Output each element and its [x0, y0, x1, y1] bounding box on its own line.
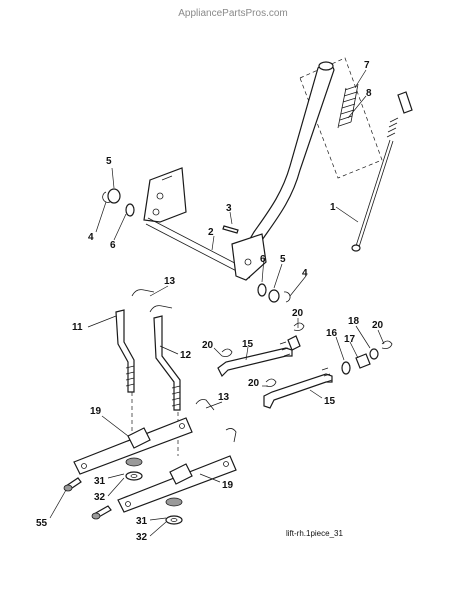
callout-8: 8 — [366, 88, 372, 99]
handle-end-cap — [318, 61, 334, 71]
mounting-plate — [143, 167, 187, 223]
callout-1: 1 — [330, 202, 336, 213]
diagram-caption: lift-rh.1piece_31 — [286, 529, 343, 538]
arm-hole — [179, 423, 185, 429]
callout-11: 11 — [72, 322, 83, 333]
callout-16: 16 — [326, 328, 338, 339]
lift-link-11 — [115, 309, 135, 393]
callout-55: 55 — [36, 518, 48, 529]
clip-20 — [381, 340, 393, 349]
callout-4-left: 4 — [88, 232, 94, 243]
link-11-threads — [125, 365, 135, 387]
callout-2: 2 — [208, 227, 214, 238]
callout-17: 17 — [344, 334, 356, 345]
bracket-hole — [244, 258, 252, 266]
hairpin-clip — [225, 428, 237, 443]
plate-hole — [156, 192, 164, 200]
callout-12: 12 — [180, 350, 192, 361]
spring-dashed-outline — [299, 57, 383, 179]
arm-boss — [127, 427, 151, 449]
arm-boss — [169, 463, 193, 485]
trunnion-17 — [355, 353, 371, 369]
bolt-lower — [91, 505, 112, 520]
right-hardware — [257, 283, 291, 303]
callout-20-b: 20 — [292, 308, 304, 319]
lift-link-12 — [153, 315, 181, 411]
hairpin-clip — [131, 289, 155, 297]
callout-3: 3 — [226, 203, 232, 214]
leader-lines — [49, 69, 385, 537]
clip-20 — [265, 378, 277, 387]
ferrule-16 — [341, 361, 351, 375]
watermark-text: AppliancePartsPros.com — [178, 8, 288, 19]
arm-hole — [223, 461, 229, 467]
arm-hole — [125, 501, 131, 507]
clip-20 — [221, 348, 233, 357]
arm-hole — [81, 463, 87, 469]
callout-4-right: 4 — [302, 268, 308, 279]
callout-20-c: 20 — [248, 378, 260, 389]
callout-13-top: 13 — [164, 276, 176, 287]
bolt-upper — [63, 477, 82, 492]
lift-rod-15-lower — [263, 373, 333, 409]
rod-threads — [321, 367, 333, 383]
assist-spring — [337, 83, 359, 129]
hairpin-clip — [149, 305, 173, 313]
link-12-threads — [171, 385, 181, 407]
rod-threads — [279, 341, 291, 357]
callout-32-lower: 32 — [136, 532, 148, 543]
pin — [222, 225, 239, 234]
callout-7: 7 — [364, 60, 370, 71]
plate-edge — [161, 175, 173, 181]
callout-20-a: 20 — [202, 340, 214, 351]
callout-6-right: 6 — [260, 254, 266, 265]
rod-ferrule — [287, 335, 301, 351]
callout-32-upper: 32 — [94, 492, 106, 503]
washer-18 — [369, 348, 379, 360]
callout-5-left: 5 — [106, 156, 112, 167]
callout-31-upper: 31 — [94, 476, 106, 487]
callout-6-left: 6 — [110, 240, 116, 251]
lift-rod-15-upper — [217, 347, 293, 378]
hairpin-clip — [195, 399, 215, 411]
lift-handle — [246, 63, 335, 251]
bushing-stack-lower — [165, 497, 183, 525]
lift-rod — [351, 117, 399, 252]
callout-15-lower: 15 — [324, 396, 336, 407]
callout-31-lower: 31 — [136, 516, 148, 527]
callout-15-upper: 15 — [242, 339, 254, 350]
pivot-bracket — [231, 233, 267, 281]
bushing-stack-upper — [125, 457, 143, 481]
callout-13-lower: 13 — [218, 392, 230, 403]
left-hardware — [102, 188, 135, 217]
callout-20-d: 20 — [372, 320, 384, 331]
callout-19-lower: 19 — [222, 480, 234, 491]
callout-18: 18 — [348, 316, 360, 327]
handle-grip — [397, 91, 413, 114]
callout-5-right: 5 — [280, 254, 286, 265]
plate-hole — [152, 208, 160, 216]
callout-19-upper: 19 — [90, 406, 102, 417]
clip-20 — [293, 322, 305, 331]
